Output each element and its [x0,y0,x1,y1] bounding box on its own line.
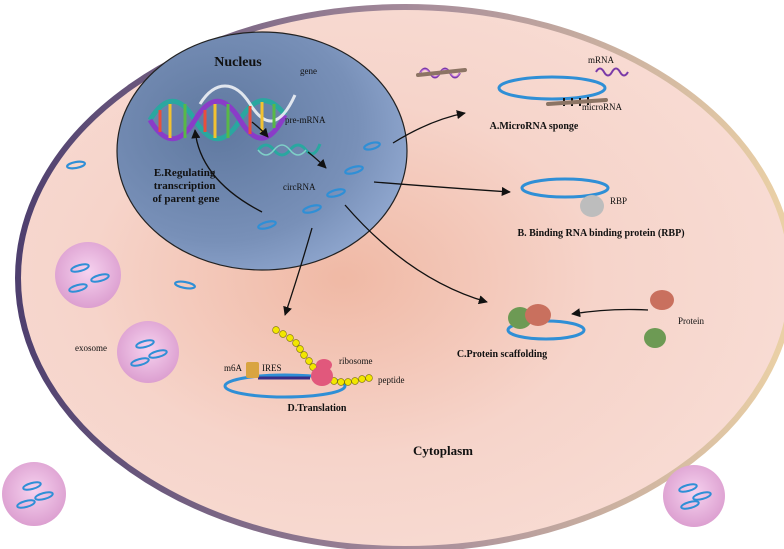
mechanism-a-label: A.MicroRNA sponge [490,121,579,132]
microrna-label: microRNA [582,102,622,112]
exosome-2 [117,321,179,383]
rbp-icon [580,195,604,217]
ribosome-label: ribosome [339,356,373,366]
mechanism-c-figure [506,290,674,348]
cytoplasm-arrows [283,110,649,318]
peptide-label: peptide [378,375,405,385]
mrna-label: mRNA [588,55,615,65]
cytoplasm-circrnas [66,160,196,290]
nucleus-label: Nucleus [214,55,262,70]
dna-helix-icon [147,84,297,142]
m6a-icon [246,362,259,378]
m6a-label: m6A [224,363,243,373]
ires-label: IRES [262,363,282,373]
pre-mrna-label: pre-mRNA [285,115,326,125]
nucleus-arrows [191,121,327,213]
mechanism-d-figure [223,326,373,399]
gene-label: gene [300,66,317,76]
exosome-4 [663,465,725,527]
cytoplasm-label: Cytoplasm [413,443,473,458]
mechanism-d-label: D.Translation [288,403,347,414]
free-protein-red-icon [650,290,674,310]
mechanism-a-figure [416,67,629,106]
nucleus [116,31,408,271]
cell-membrane [15,4,784,549]
exosome-label: exosome [75,343,107,353]
circrna-label: circRNA [283,182,316,192]
protein-red-icon [525,304,551,326]
mechanism-e-label: E.Regulating transcription of parent gen… [152,167,219,205]
mechanism-b-figure [520,177,610,217]
mechanism-b-label: B. Binding RNA binding protein (RBP) [517,228,684,239]
ribosome-icon [311,366,333,386]
exosome-1 [55,242,121,308]
free-protein-green-icon [644,328,666,348]
exosome-3 [2,462,66,526]
protein-label: Protein [678,316,704,326]
nuclear-circrnas [257,141,381,230]
rbp-label: RBP [610,196,627,206]
mechanism-c-label: C.Protein scaffolding [457,349,547,360]
